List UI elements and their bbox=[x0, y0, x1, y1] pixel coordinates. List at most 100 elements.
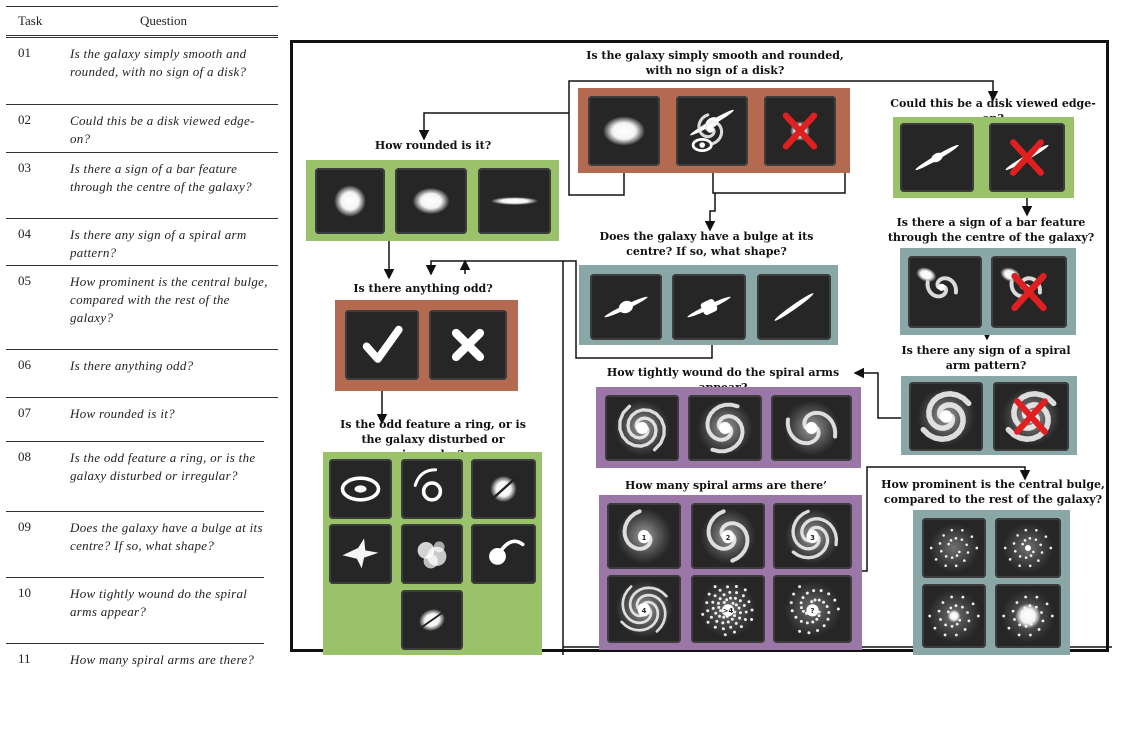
answer-arms-2[interactable]: 2 bbox=[691, 503, 765, 569]
dominant-icon bbox=[1001, 589, 1055, 643]
question-arm-count-title: How many spiral arms are there’ bbox=[624, 479, 828, 492]
answer-loose[interactable] bbox=[771, 395, 852, 461]
task-number: 05 bbox=[18, 273, 31, 288]
answer-obvious[interactable] bbox=[922, 584, 986, 648]
svg-text:3: 3 bbox=[810, 534, 815, 542]
obvious-icon bbox=[927, 589, 981, 643]
other-icon bbox=[417, 541, 447, 569]
table-row: 08 Is the odd feature a ring, or is the … bbox=[6, 441, 264, 512]
answer-features-or-disk[interactable] bbox=[676, 96, 748, 166]
bar-no-icon bbox=[1000, 267, 1047, 312]
table-row: 09 Does the galaxy have a bulge at its c… bbox=[6, 511, 264, 578]
task-number: 01 bbox=[18, 45, 31, 60]
answer-bulge-boxy[interactable] bbox=[672, 274, 746, 340]
answer-panel-prominence bbox=[913, 510, 1070, 655]
arms-1-icon: 1 bbox=[616, 508, 672, 564]
answer-other[interactable] bbox=[401, 524, 463, 584]
in-between-icon bbox=[412, 187, 450, 215]
answer-ring[interactable] bbox=[329, 459, 392, 519]
header-task: Task bbox=[18, 13, 43, 28]
bulge-boxy-icon bbox=[687, 296, 731, 318]
answer-bulge-rounded[interactable] bbox=[590, 274, 662, 340]
answer-panel-odd bbox=[335, 300, 518, 391]
table-row: 03 Is there a sign of a bar feature thro… bbox=[6, 152, 278, 219]
task-question: Is there anything odd? bbox=[70, 358, 194, 373]
answer-dust-lane[interactable] bbox=[401, 590, 463, 650]
tight-icon bbox=[614, 400, 670, 456]
ring-icon bbox=[340, 476, 381, 502]
answer-panel-bulge-shape bbox=[579, 265, 838, 345]
arms-cant-tell-icon: ? bbox=[783, 580, 842, 638]
answer-arms-1[interactable]: 1 bbox=[607, 503, 681, 569]
just-noticeable-icon bbox=[1002, 522, 1054, 574]
table-row: 10 How tightly wound do the spiral arms … bbox=[6, 577, 264, 644]
answer-tight[interactable] bbox=[605, 395, 679, 461]
answer-irregular[interactable] bbox=[329, 524, 392, 584]
answer-spiral-no[interactable] bbox=[993, 382, 1069, 451]
answer-arms-cant-tell[interactable]: ? bbox=[773, 575, 852, 643]
answer-panel-smooth bbox=[578, 88, 850, 173]
answer-in-between[interactable] bbox=[395, 168, 467, 234]
svg-text:2: 2 bbox=[726, 534, 731, 542]
answer-arms-more-than-4[interactable]: >4 bbox=[691, 575, 765, 643]
question-prominence-title: How prominent is the central bulge, comp… bbox=[881, 478, 1105, 506]
task-number: 08 bbox=[18, 449, 31, 464]
answer-arms-3[interactable]: 3 bbox=[773, 503, 852, 569]
answer-smooth[interactable] bbox=[588, 96, 660, 166]
task-question: How rounded is it? bbox=[70, 406, 175, 421]
answer-dominant[interactable] bbox=[995, 584, 1061, 648]
answer-medium[interactable] bbox=[688, 395, 762, 461]
answer-panel-tightness bbox=[596, 387, 861, 468]
dust-lane-icon bbox=[419, 608, 445, 632]
answer-bar-yes[interactable] bbox=[908, 256, 982, 328]
task-question: Is the odd feature a ring, or is the gal… bbox=[70, 450, 256, 483]
no-bulge-prominence-icon bbox=[928, 522, 980, 574]
answer-lens-or-arc[interactable] bbox=[401, 459, 463, 519]
smooth-icon bbox=[603, 116, 645, 146]
answer-odd-no[interactable] bbox=[429, 310, 507, 380]
header-question: Question bbox=[140, 13, 187, 28]
task-number: 04 bbox=[18, 226, 31, 241]
answer-no-bulge-prominence[interactable] bbox=[922, 518, 986, 578]
lens-or-arc-icon bbox=[413, 468, 443, 502]
answer-edgeon-no[interactable] bbox=[989, 123, 1065, 192]
answer-completely-round[interactable] bbox=[315, 168, 385, 234]
task-question: Does the galaxy have a bulge at its cent… bbox=[70, 520, 263, 553]
completely-round-icon bbox=[334, 185, 366, 217]
answer-bar-no[interactable] bbox=[991, 256, 1067, 328]
arms-3-icon: 3 bbox=[784, 508, 841, 564]
answer-panel-edgeon bbox=[893, 117, 1074, 198]
answer-odd-yes[interactable] bbox=[345, 310, 419, 380]
answer-no-bulge[interactable] bbox=[757, 274, 831, 340]
odd-yes-icon bbox=[362, 325, 403, 363]
task-number: 03 bbox=[18, 160, 31, 175]
merger-icon bbox=[489, 539, 525, 565]
no-bulge-icon bbox=[774, 293, 814, 321]
task-table-header: Task Question bbox=[6, 6, 278, 36]
task-number: 07 bbox=[18, 405, 31, 420]
cigar-shaped-icon bbox=[490, 197, 539, 205]
answer-just-noticeable[interactable] bbox=[995, 518, 1061, 578]
task-number: 02 bbox=[18, 112, 31, 127]
answer-star-or-artifact[interactable] bbox=[764, 96, 836, 166]
table-row: 04 Is there any sign of a spiral arm pat… bbox=[6, 218, 278, 267]
answer-arms-4[interactable]: 4 bbox=[607, 575, 681, 643]
spiral-yes-icon bbox=[917, 387, 975, 446]
table-row: 05 How prominent is the central bulge, c… bbox=[6, 265, 278, 350]
answer-merger[interactable] bbox=[471, 524, 536, 584]
question-bar-title: Is there a sign of a bar feature through… bbox=[887, 216, 1095, 244]
spiral-no-icon bbox=[1002, 387, 1060, 446]
question-odd-title: Is there anything odd? bbox=[353, 282, 493, 295]
decision-tree-diagram: Is the galaxy simply smooth and rounded,… bbox=[290, 40, 1112, 655]
task-question: Could this be a disk viewed edge-on? bbox=[70, 113, 255, 146]
question-spiral-title: Is there any sign of a spiral arm patter… bbox=[901, 344, 1071, 372]
answer-disturbed[interactable] bbox=[471, 459, 536, 519]
svg-text:>4: >4 bbox=[723, 607, 734, 615]
table-row: 11 How many spiral arms are there? bbox=[6, 643, 264, 694]
answer-panel-odd-feature bbox=[323, 452, 542, 655]
answer-cigar-shaped[interactable] bbox=[478, 168, 551, 234]
arms-4-icon: 4 bbox=[615, 580, 673, 638]
answer-spiral-yes[interactable] bbox=[909, 382, 983, 451]
task-number: 10 bbox=[18, 585, 31, 600]
answer-edgeon-yes[interactable] bbox=[900, 123, 974, 192]
